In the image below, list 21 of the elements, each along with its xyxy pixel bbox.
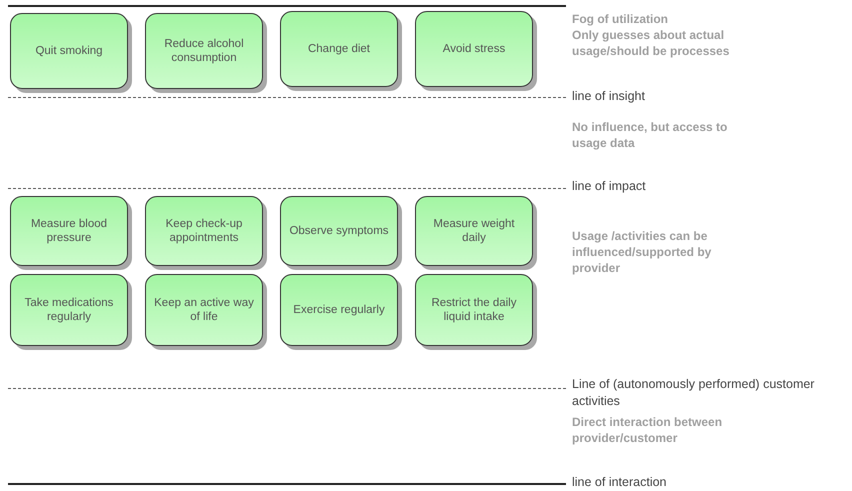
box-label: Quit smoking: [35, 44, 103, 58]
box-label: Reduce alcohol consumption: [163, 37, 245, 65]
box-label: Restrict the daily liquid intake: [430, 296, 518, 324]
line-label: line of interaction: [572, 474, 668, 491]
box-label: Change diet: [308, 42, 370, 56]
box-label: Exercise regularly: [293, 303, 385, 317]
zone-description: Usage /activities can be influenced/supported by provider: [572, 228, 712, 276]
box-label: Take medications regularly: [24, 296, 114, 324]
box-label: Keep an active way of life: [154, 296, 254, 324]
line-label: Line of (autonomously performed) customer activities: [572, 376, 816, 410]
zone-description: Direct interaction between provider/customer: [572, 414, 724, 446]
zone-description: No influence, but access to usage data: [572, 119, 728, 151]
line-label: line of insight: [572, 88, 646, 105]
box-label: Avoid stress: [442, 42, 506, 56]
box-label: Observe symptoms: [289, 224, 389, 238]
box-label: Keep check-up appointments: [164, 217, 244, 245]
box-label: Measure blood pressure: [30, 217, 108, 245]
box-label: Measure weight daily: [432, 217, 516, 245]
line-label: line of impact: [572, 178, 647, 195]
zone-description: Only guesses about actual usage/should be processes: [572, 27, 730, 59]
zone-description: Fog of utilization: [572, 11, 669, 27]
